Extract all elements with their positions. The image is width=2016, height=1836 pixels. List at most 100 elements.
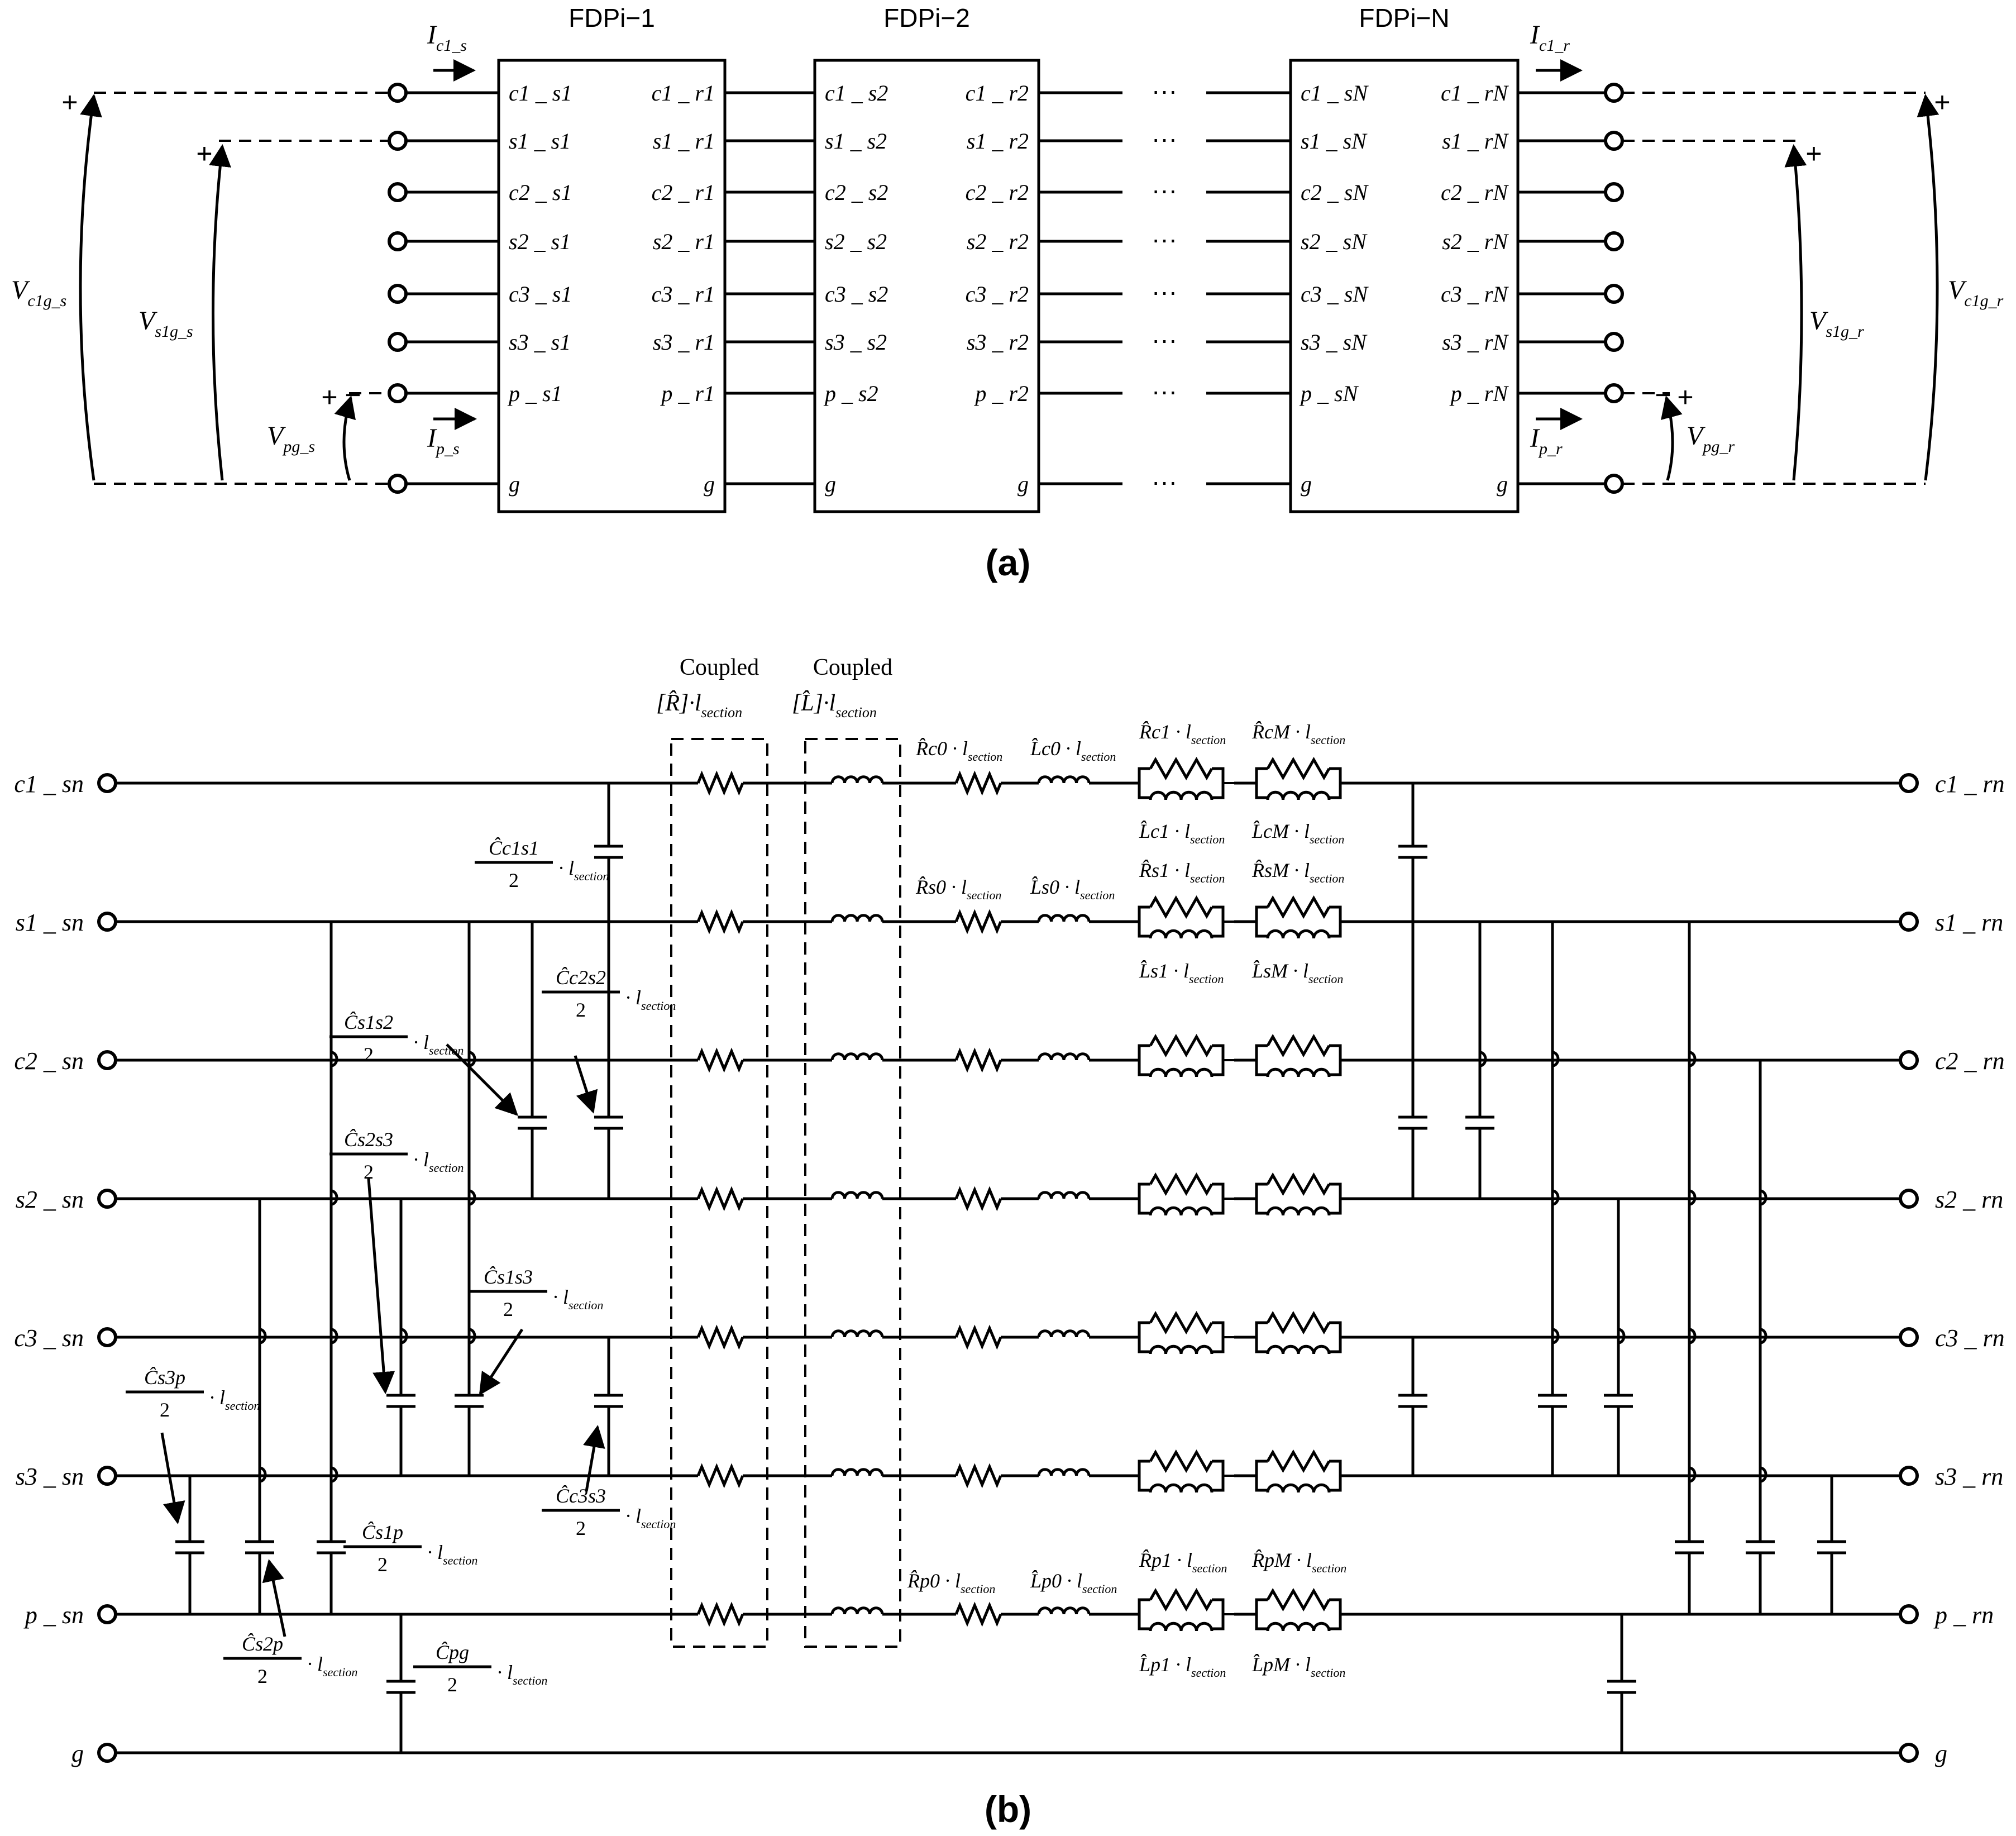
rl-block-last-wire xyxy=(1329,1321,1342,1337)
figure-b-components xyxy=(259,738,1767,1648)
label-LcM: L̂cM · lsection xyxy=(1251,820,1344,846)
current-label-ip-r: Ip_r xyxy=(1530,423,1563,458)
rl-block-last-inductor xyxy=(1266,929,1331,939)
port-label-right: p _ rN xyxy=(1449,381,1509,406)
current-label-ip-s: Ip_s xyxy=(427,423,460,458)
voltage-label-vpg-s: Vpg_s xyxy=(267,421,315,456)
port-label-left: s1 _ sN xyxy=(1301,128,1368,154)
port-label-right: s3 _ rN xyxy=(1442,330,1509,355)
crossing-hop xyxy=(1689,1189,1697,1206)
minus-sign: − xyxy=(345,379,361,411)
figure-a-caption: (a) xyxy=(986,542,1031,583)
rl-block-last-wire xyxy=(1329,1476,1342,1492)
cap-label-s2p-denominator: 2 xyxy=(257,1665,267,1687)
port-label-right: c2 _ r1 xyxy=(652,180,715,205)
crossing-hop xyxy=(331,1466,338,1483)
coupled-inductor xyxy=(830,1329,884,1338)
rl-block-last-inductor xyxy=(1266,1067,1331,1077)
receiving-terminal-label: g xyxy=(1935,1740,1947,1767)
sending-terminal xyxy=(388,284,408,304)
fdpi-block-1 xyxy=(497,59,727,513)
port-label-right: c1 _ r1 xyxy=(652,80,715,106)
coupled-L-label: Coupled xyxy=(813,655,892,680)
voltage-label-vc1g-r: Vc1g_r xyxy=(1948,275,2004,310)
leader-s3p xyxy=(160,1432,185,1524)
port-label-left: s3 _ sN xyxy=(1301,330,1368,355)
rl-block-last-wire xyxy=(1329,1337,1342,1353)
figure-b-terminals xyxy=(97,773,1919,1763)
port-label-right: c3 _ r1 xyxy=(652,282,715,307)
coupled-R-label: Coupled xyxy=(680,655,759,680)
rl-block-last-wire xyxy=(1329,922,1342,938)
label-LsM: L̂sM · lsection xyxy=(1251,960,1343,986)
rl-block-last-wire xyxy=(1255,905,1268,922)
label-Lp1: L̂p1 · lsection xyxy=(1139,1653,1226,1680)
coupled-inductor xyxy=(830,914,884,922)
rl-block-last-inductor xyxy=(1266,1622,1331,1632)
receiving-terminal xyxy=(1604,131,1624,151)
cap-label-s2s3-numerator: Ĉs2s3 xyxy=(344,1128,393,1151)
crossing-hop xyxy=(259,1328,267,1344)
crossing-hop xyxy=(400,1328,408,1344)
series-resistor xyxy=(954,1324,1002,1350)
port-label-left: c1 _ s1 xyxy=(509,80,572,106)
voltage-label-vc1g-s: Vc1g_s xyxy=(11,275,66,310)
port-label-right: s1 _ rN xyxy=(1442,128,1509,154)
cap-label-c2s2-denominator: 2 xyxy=(576,999,586,1021)
rl-block-last-wire xyxy=(1255,1476,1268,1492)
port-label-left: s2 _ sN xyxy=(1301,229,1368,254)
coupled-L-box xyxy=(804,738,901,1648)
port-label-right: c3 _ rN xyxy=(1441,282,1509,307)
rl-block-last-resistor xyxy=(1266,1033,1331,1058)
rl-block-last-wire xyxy=(1255,1460,1268,1476)
vpg-s-arrow xyxy=(334,395,356,481)
port-label-left: c1 _ s2 xyxy=(825,80,888,106)
coupled-R-formula: [R̂]·lsection xyxy=(656,690,742,721)
receiving-terminal xyxy=(1899,1604,1919,1624)
crossing-hop xyxy=(469,1051,476,1067)
label-Rc1: R̂c1 · lsection xyxy=(1139,721,1226,747)
rl-block-first-inductor xyxy=(1149,1067,1214,1077)
series-resistor xyxy=(954,1047,1002,1073)
rl-block-first-wire xyxy=(1138,1460,1150,1476)
label-Lp0: L̂p0 · lsection xyxy=(1030,1570,1117,1596)
rl-block-last-wire xyxy=(1329,1199,1342,1215)
crossing-hop xyxy=(1760,1328,1767,1344)
label-Rc0: R̂c0 · lsection xyxy=(915,737,1002,764)
rl-block-first-wire xyxy=(1212,1044,1225,1060)
vc1g-r-arrow xyxy=(1917,94,1939,481)
rl-block-last-wire xyxy=(1255,767,1268,783)
receiving-terminal-label: c1 _ rn xyxy=(1935,770,2005,798)
rl-block-first-wire xyxy=(1212,783,1225,799)
rl-block-first-wire xyxy=(1138,1337,1150,1353)
rl-block-last-wire xyxy=(1255,1321,1268,1337)
port-label-left: s3 _ s2 xyxy=(825,330,887,355)
receiving-terminal-label: c3 _ rn xyxy=(1935,1324,2005,1352)
receiving-terminal-label: s3 _ rn xyxy=(1935,1463,2003,1490)
port-label-left: s1 _ s1 xyxy=(509,128,571,154)
rl-block-first-inductor xyxy=(1149,1622,1214,1632)
fdpi-block-2 xyxy=(813,59,1040,513)
port-label-left: s1 _ s2 xyxy=(825,128,887,154)
rl-block-first-wire xyxy=(1212,1321,1225,1337)
coupled-resistor xyxy=(696,1186,744,1212)
crossing-hop xyxy=(1479,1051,1487,1067)
sending-terminal xyxy=(97,1466,117,1486)
coupled-inductor xyxy=(830,1468,884,1476)
rl-block-first-wire xyxy=(1212,1182,1225,1199)
port-label-right: c2 _ rN xyxy=(1441,180,1509,205)
port-label-left: c2 _ s2 xyxy=(825,180,888,205)
figure-a-blocks xyxy=(497,59,1520,513)
rl-block-last-wire xyxy=(1255,783,1268,799)
rl-block-first-inductor xyxy=(1149,1483,1214,1493)
receiving-terminal xyxy=(1604,231,1624,251)
series-resistor xyxy=(954,909,1002,934)
cap-label-c3s3-numerator: Ĉc3s3 xyxy=(556,1485,606,1507)
sending-terminal-label: s1 _ sn xyxy=(16,909,84,936)
rl-block-first-resistor xyxy=(1149,1033,1214,1058)
rl-block-last-wire xyxy=(1329,1182,1342,1199)
port-label-left: c1 _ sN xyxy=(1301,80,1369,106)
rl-block-first-wire xyxy=(1212,922,1225,938)
port-label-left: s2 _ s2 xyxy=(825,229,887,254)
